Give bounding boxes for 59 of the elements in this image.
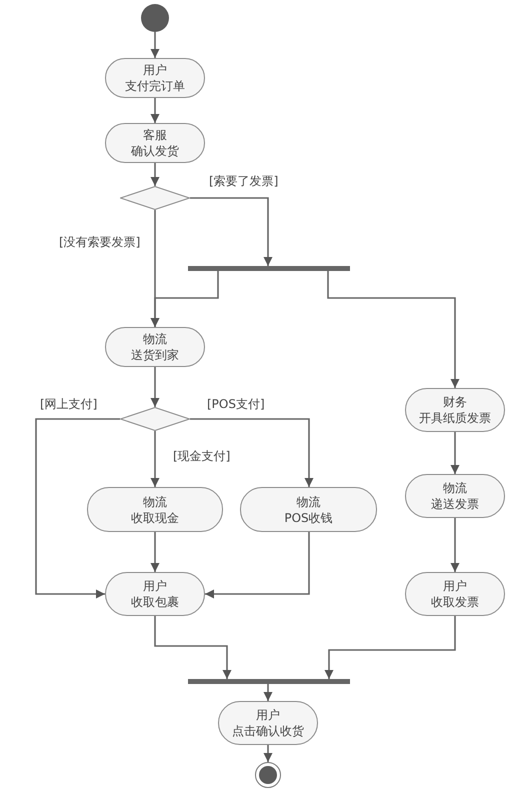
activity-text: 开具纸质发票 bbox=[419, 410, 491, 426]
arrow bbox=[264, 745, 272, 762]
activity-text: 递送发票 bbox=[431, 496, 479, 512]
edge-label: [索要了发票] bbox=[208, 174, 280, 189]
activity-text: 用户 bbox=[143, 578, 167, 594]
arrow bbox=[150, 98, 160, 123]
arrow bbox=[150, 367, 160, 407]
arrow bbox=[450, 518, 460, 572]
activity-text: 用户 bbox=[256, 707, 280, 723]
activity-text: 收取发票 bbox=[431, 594, 479, 610]
activity-box bbox=[87, 487, 223, 532]
arrow bbox=[150, 431, 160, 487]
arrow bbox=[150, 271, 219, 327]
activity-text: 财务 bbox=[443, 394, 467, 410]
activity-box bbox=[405, 474, 505, 518]
activity-box bbox=[240, 487, 377, 532]
sync-bar bbox=[188, 679, 350, 684]
arrow bbox=[264, 684, 272, 701]
activity-text: 物流 bbox=[143, 331, 167, 347]
start-node bbox=[141, 4, 169, 32]
activity-box bbox=[105, 58, 205, 98]
sync-bar bbox=[188, 266, 350, 271]
arrow bbox=[150, 532, 160, 572]
arrow bbox=[35, 418, 120, 598]
arrow bbox=[450, 432, 460, 474]
activity-text: 确认发货 bbox=[131, 143, 179, 159]
arrow bbox=[324, 616, 456, 679]
activity-text: 客服 bbox=[143, 127, 167, 143]
activity-box bbox=[218, 701, 318, 745]
activity-text: 点击确认收货 bbox=[232, 723, 304, 739]
arrow bbox=[190, 197, 272, 266]
arrow bbox=[205, 532, 310, 598]
activity-text: POS收钱 bbox=[284, 510, 333, 526]
activity-text: 收取现金 bbox=[131, 510, 179, 526]
activity-text: 送货到家 bbox=[131, 347, 179, 363]
activity-text: 收取包裹 bbox=[131, 594, 179, 610]
arrow bbox=[150, 163, 160, 186]
edge-label: [现金支付] bbox=[172, 449, 232, 464]
activity-text: 物流 bbox=[296, 494, 320, 510]
edge-label: [POS支付] bbox=[206, 397, 266, 412]
activity-box bbox=[105, 123, 205, 163]
activity-text: 用户 bbox=[443, 578, 467, 594]
activity-text: 用户 bbox=[143, 62, 167, 78]
decision-diamond bbox=[120, 407, 190, 431]
activity-box bbox=[405, 388, 505, 432]
decision-diamond bbox=[120, 186, 190, 210]
arrow bbox=[154, 616, 232, 679]
activity-text: 支付完订单 bbox=[125, 78, 185, 94]
activity-box bbox=[405, 572, 505, 616]
arrow bbox=[190, 418, 314, 487]
activity-box bbox=[105, 572, 205, 616]
arrow bbox=[150, 32, 160, 58]
arrow bbox=[327, 271, 460, 388]
activity-text: 物流 bbox=[143, 494, 167, 510]
edge-label: [没有索要发票] bbox=[58, 235, 142, 250]
activity-text: 物流 bbox=[443, 480, 467, 496]
edge-label: [网上支付] bbox=[39, 397, 98, 412]
end-node bbox=[255, 762, 281, 788]
activity-box bbox=[105, 327, 205, 367]
